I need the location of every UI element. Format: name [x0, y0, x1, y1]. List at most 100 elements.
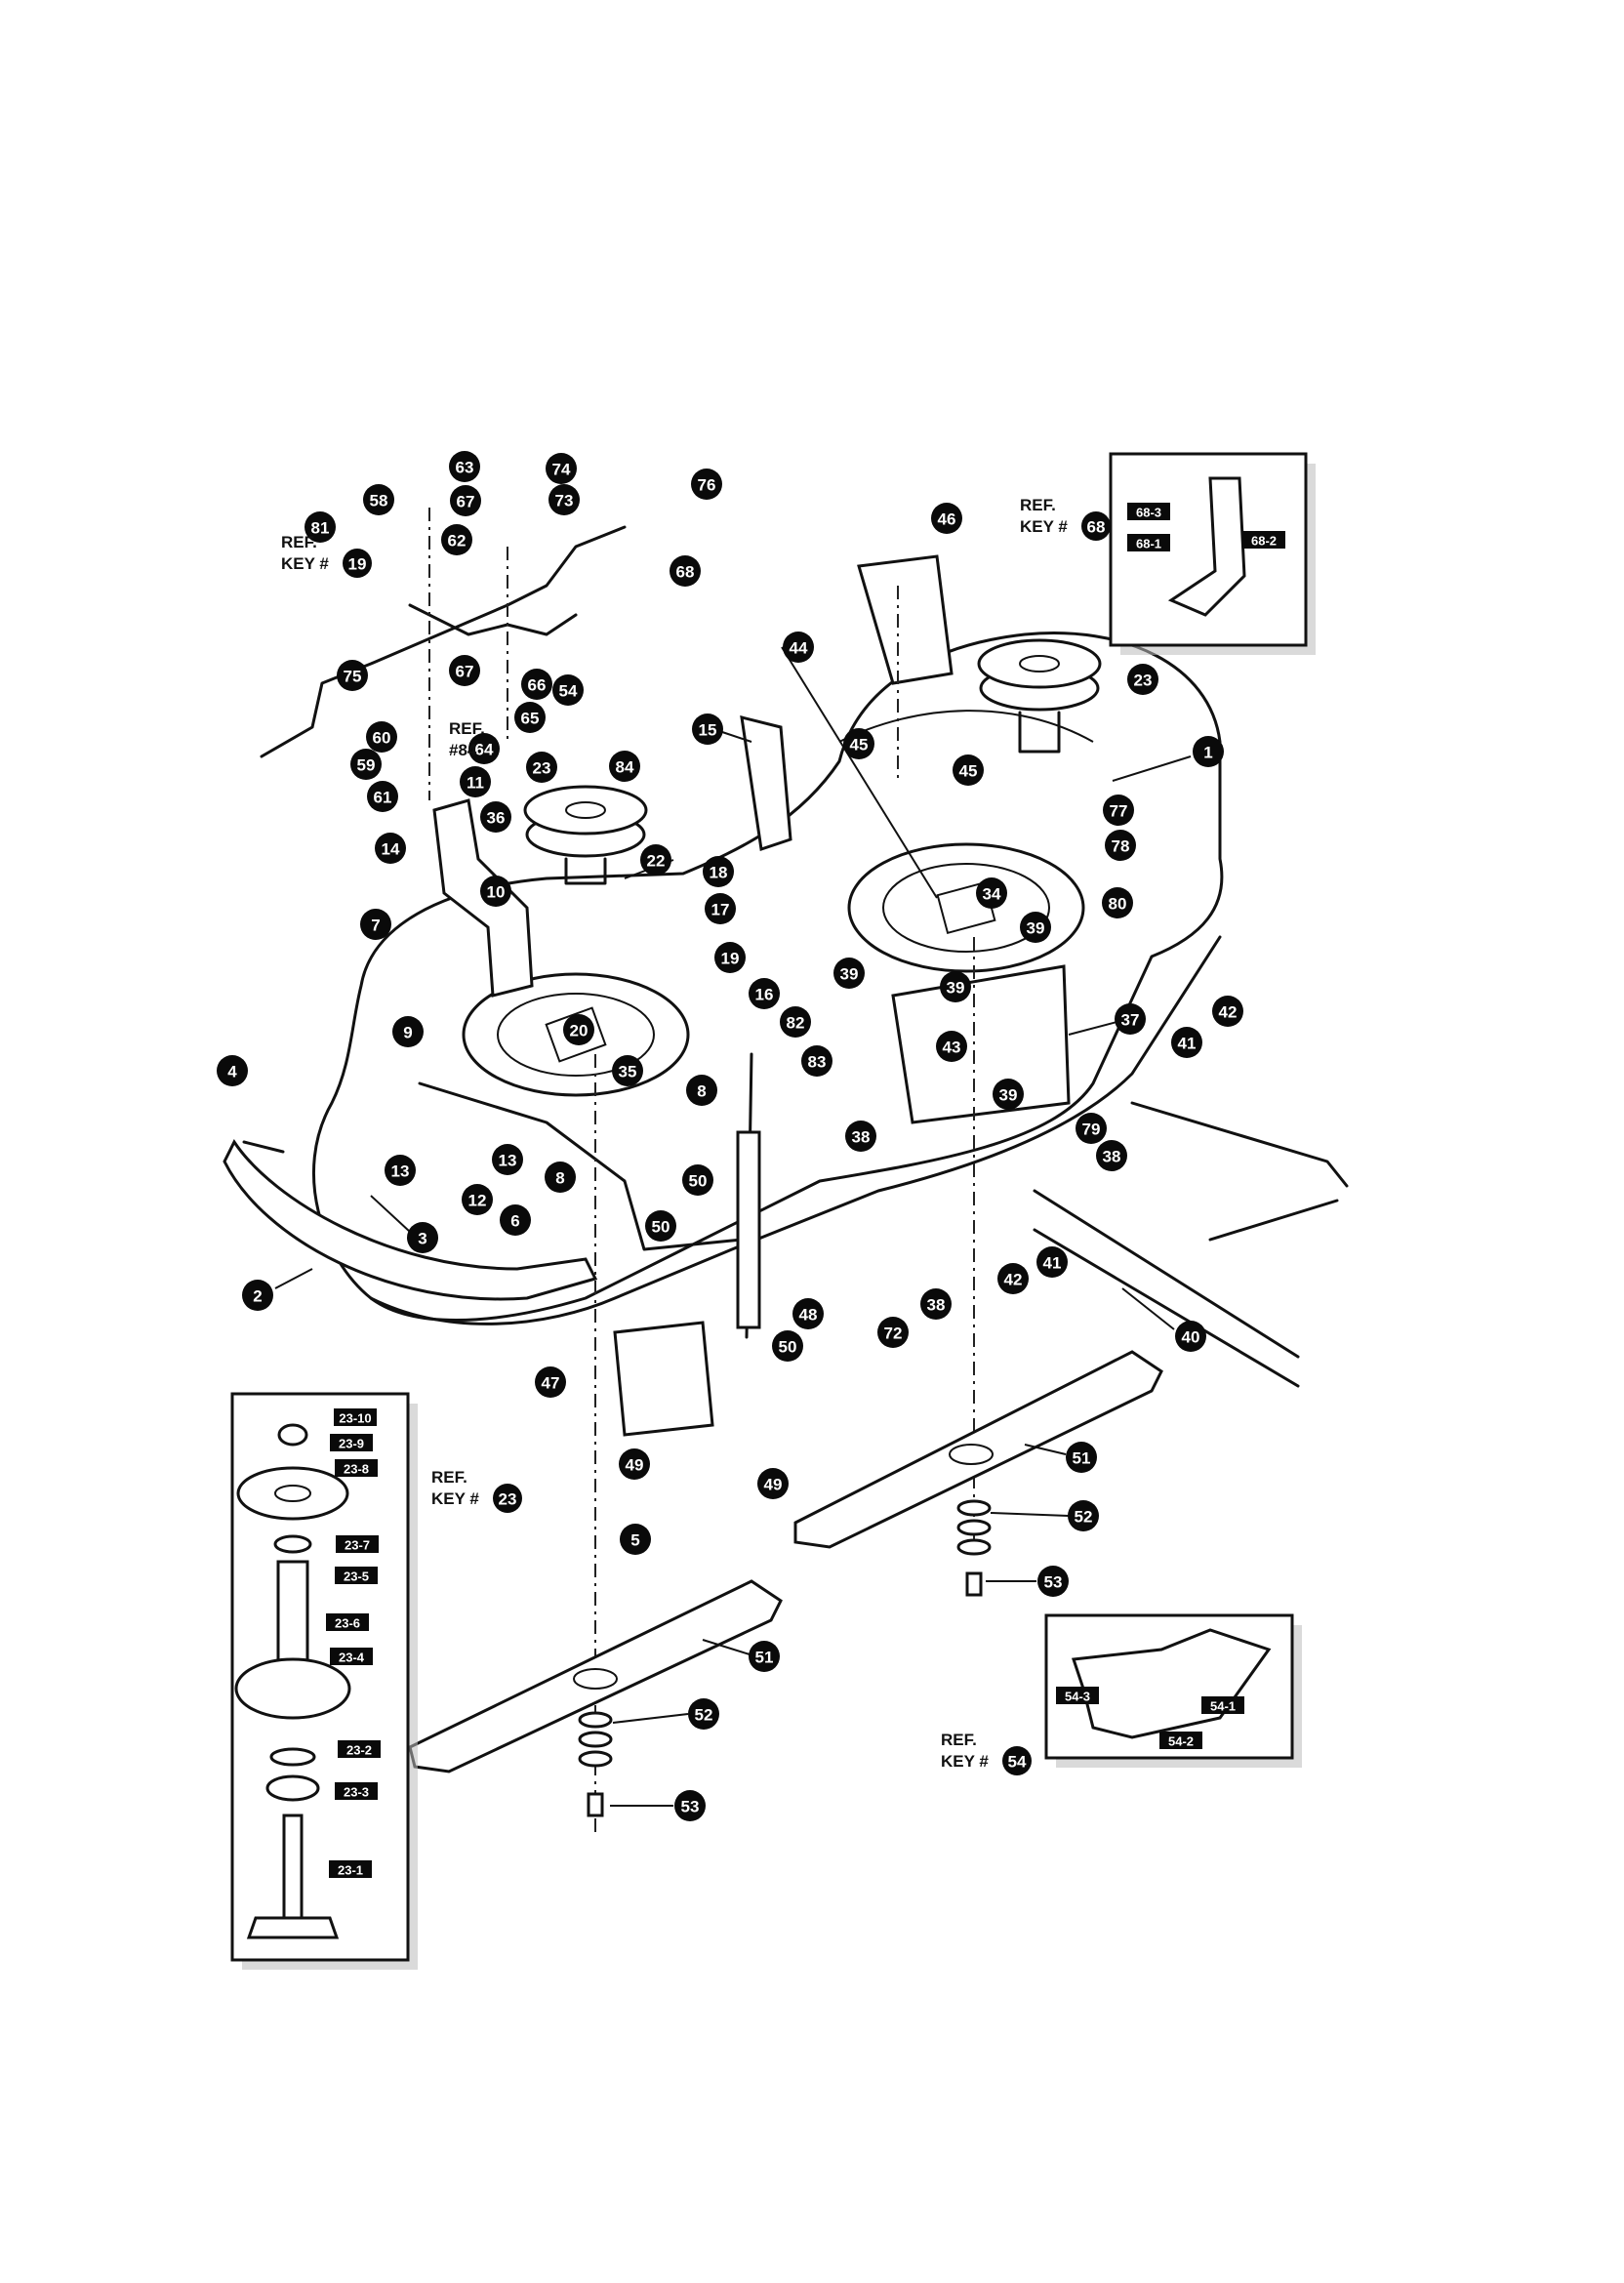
callout-number: 13 — [391, 1162, 410, 1181]
part-callout-82: 82 — [780, 1006, 811, 1038]
callout-badge — [548, 484, 580, 515]
key-label: KEY # — [431, 1489, 479, 1508]
callout-number: 45 — [959, 762, 978, 781]
callout-badge — [1036, 1246, 1068, 1278]
callout-badge — [877, 1317, 909, 1348]
callout-number: 11 — [467, 774, 484, 793]
callout-badge — [1020, 912, 1051, 943]
callout-badge — [619, 1448, 650, 1480]
callout-badge — [612, 1055, 643, 1086]
tag-text: 23-2 — [346, 1743, 372, 1758]
part-callout-8: 8 — [545, 1162, 576, 1193]
part-callout-20: 20 — [563, 1014, 594, 1045]
inset-part-tag: 68-3 — [1127, 503, 1170, 520]
part-callout-75: 75 — [337, 660, 368, 691]
inset-part-tag: 23-7 — [336, 1535, 379, 1553]
callout-number: 53 — [681, 1798, 700, 1816]
callout-badge — [535, 1366, 566, 1398]
callout-badge — [552, 674, 584, 706]
callout-number: 35 — [619, 1063, 637, 1081]
callout-badge — [783, 632, 814, 663]
callout-badge — [304, 511, 336, 543]
part-callout-60: 60 — [366, 721, 397, 753]
callout-badge — [976, 877, 1007, 909]
callout-badge — [940, 971, 971, 1002]
callout-badge — [1175, 1321, 1206, 1352]
callout-number: 37 — [1121, 1011, 1140, 1030]
part-callout-42: 42 — [997, 1263, 1029, 1294]
deck-brackets — [432, 467, 1232, 1437]
callout-number: 20 — [570, 1022, 589, 1040]
callout-badge — [931, 503, 962, 534]
callout-badge — [920, 1288, 952, 1320]
callout-number: 17 — [711, 901, 730, 919]
key-label: KEY # — [1020, 517, 1068, 536]
callout-number: 38 — [1103, 1148, 1121, 1166]
inset-part-tag: 23-5 — [335, 1567, 378, 1584]
callout-badge — [674, 1790, 706, 1821]
callout-badge — [337, 660, 368, 691]
part-callout-83: 83 — [801, 1045, 832, 1077]
tag-box — [335, 1782, 378, 1800]
part-callout-63: 63 — [449, 451, 480, 482]
callout-number: 41 — [1178, 1035, 1197, 1053]
ref-label: REF. — [431, 1468, 467, 1487]
part-callout-72: 72 — [877, 1317, 909, 1348]
blade-washers — [578, 1499, 992, 1817]
callout-number: 38 — [927, 1296, 946, 1315]
part-callout-73: 73 — [548, 484, 580, 515]
part-callout-11: 11 — [460, 766, 491, 797]
callout-number: 34 — [983, 885, 1001, 904]
part-callout-8: 8 — [686, 1075, 717, 1106]
callout-badge — [1212, 996, 1243, 1027]
part-callout-41: 41 — [1171, 1027, 1202, 1058]
part-callout-37: 37 — [1115, 1003, 1146, 1035]
part-callout-66: 66 — [521, 669, 552, 700]
lift-linkage — [260, 525, 1349, 1388]
part-callout-1: 1 — [1193, 736, 1224, 767]
ref-label: REF. — [1020, 496, 1056, 514]
part-callout-79: 79 — [1076, 1113, 1107, 1144]
part-callout-67: 67 — [449, 655, 480, 686]
part-callout-39: 39 — [940, 971, 971, 1002]
callout-badge — [1096, 1140, 1127, 1171]
callout-number: 4 — [227, 1063, 237, 1081]
ref-key-badge — [493, 1484, 522, 1513]
tag-box — [1159, 1732, 1202, 1749]
part-callout-38: 38 — [845, 1121, 876, 1152]
callout-layer: 1234567889101112131314151617181920222323… — [217, 451, 1243, 1821]
callout-number: 13 — [499, 1152, 517, 1170]
part-callout-53: 53 — [1037, 1566, 1069, 1597]
callout-number: 8 — [697, 1082, 706, 1101]
part-callout-22: 22 — [640, 844, 671, 876]
callout-number: 51 — [1073, 1449, 1091, 1468]
part-callout-38: 38 — [920, 1288, 952, 1320]
part-callout-12: 12 — [462, 1184, 493, 1215]
part-callout-50: 50 — [772, 1330, 803, 1362]
callout-number: 49 — [626, 1456, 644, 1475]
callout-badge — [545, 1162, 576, 1193]
tag-text: 23-10 — [339, 1411, 371, 1426]
part-callout-10: 10 — [480, 876, 511, 907]
tag-text: 23-1 — [338, 1863, 363, 1878]
ref-label: REF. — [281, 533, 317, 551]
part-callout-50: 50 — [645, 1210, 676, 1242]
callout-badge — [385, 1155, 416, 1186]
callout-number: 61 — [374, 789, 392, 807]
callout-number: 79 — [1082, 1121, 1101, 1139]
part-callout-53: 53 — [674, 1790, 706, 1821]
callout-badge — [749, 978, 780, 1009]
inset-part-tag: 23-6 — [326, 1613, 369, 1631]
front-skirt — [223, 1139, 598, 1301]
callout-number: 76 — [698, 476, 716, 495]
ref-key-badge — [343, 549, 372, 578]
callout-badge — [670, 555, 701, 587]
callout-badge — [609, 751, 640, 782]
callout-number: 1 — [1203, 744, 1212, 762]
part-callout-39: 39 — [833, 958, 865, 989]
callout-badge — [845, 1121, 876, 1152]
callout-badge — [367, 781, 398, 812]
ref-key-label: REF.KEY #54 — [941, 1731, 1032, 1775]
callout-badge — [686, 1075, 717, 1106]
callout-badge — [1066, 1442, 1097, 1473]
